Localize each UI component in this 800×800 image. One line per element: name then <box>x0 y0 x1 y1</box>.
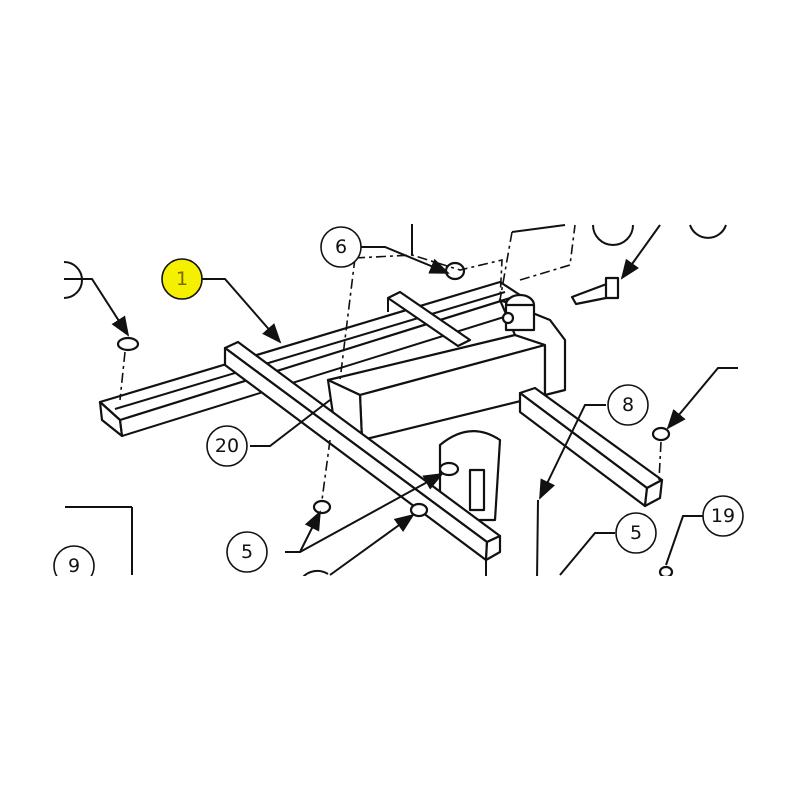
leader-lines <box>64 224 738 576</box>
callout-20[interactable]: 20 <box>206 425 248 467</box>
callout-label: 5 <box>630 522 642 544</box>
callout-partial-top <box>592 224 634 246</box>
callout-6[interactable]: 6 <box>320 226 362 268</box>
callout-partial-top-right <box>689 224 727 239</box>
callout-label: 19 <box>711 505 735 527</box>
callout-label: 1 <box>176 268 188 290</box>
callout-label: 20 <box>215 435 239 457</box>
callout-label: 9 <box>68 555 80 577</box>
callout-partial-left <box>63 261 83 299</box>
callout-5-right[interactable]: 5 <box>615 512 657 554</box>
callout-label: 8 <box>622 394 634 416</box>
callout-label: 6 <box>335 236 347 258</box>
frame-leg-right <box>518 386 664 508</box>
frame-crossbar-rear <box>386 290 472 348</box>
callout-1[interactable]: 1 <box>161 258 203 300</box>
hitch-assembly <box>468 276 620 512</box>
callout-5-left[interactable]: 5 <box>226 531 268 573</box>
leader-line <box>536 499 539 581</box>
fasteners <box>116 261 674 579</box>
callout-19[interactable]: 19 <box>702 495 744 537</box>
callout-8[interactable]: 8 <box>607 384 649 426</box>
callout-label: 5 <box>241 541 253 563</box>
